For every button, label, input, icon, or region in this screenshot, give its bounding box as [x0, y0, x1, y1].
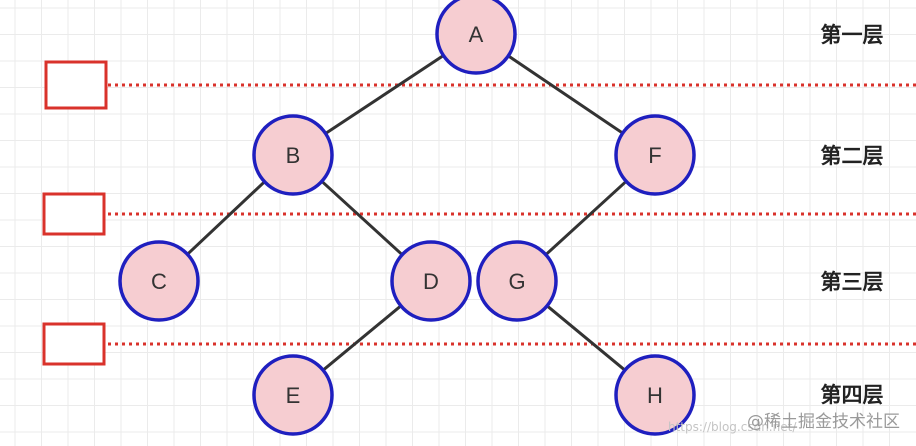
- tree-node-circle: [476, 240, 558, 322]
- level-labels: 第一层 第二层 第三层 第四层: [821, 23, 884, 407]
- tree-node-circle: [118, 240, 200, 322]
- level-separators: [42, 60, 916, 366]
- tree-node-label: F: [648, 143, 661, 168]
- tree-edge-a-f: [506, 54, 625, 135]
- tree-node-b: B: [252, 114, 334, 196]
- tree-node-label: C: [151, 269, 167, 294]
- watermark-url: https://blog.csdn.net/: [668, 420, 797, 434]
- tree-edge-g-h: [545, 304, 627, 372]
- tree-node-label: A: [469, 22, 484, 47]
- tree-node-g: G: [476, 240, 558, 322]
- level-label-1: 第一层: [821, 23, 884, 47]
- tree-node-circle: [614, 354, 696, 436]
- tree-node-label: B: [286, 143, 301, 168]
- tree-node-label: G: [508, 269, 525, 294]
- tree-node-circle: [390, 240, 472, 322]
- tree-node-d: D: [390, 240, 472, 322]
- level-label-4: 第四层: [821, 383, 884, 407]
- tree-node-circle: [252, 354, 334, 436]
- tree-edge-d-e: [321, 304, 403, 372]
- tree-nodes: A B F C D G E H: [118, 0, 696, 436]
- tree-node-label: H: [647, 383, 663, 408]
- watermark: https://blog.csdn.net/ @稀土掘金技术社区: [668, 412, 900, 434]
- level-label-3: 第三层: [821, 270, 884, 294]
- tree-node-e: E: [252, 354, 334, 436]
- tree-node-label: E: [286, 383, 301, 408]
- level-label-2: 第二层: [821, 144, 884, 168]
- tree-edge-b-c: [185, 180, 267, 256]
- tree-node-circle: [614, 114, 696, 196]
- tree-node-f: F: [614, 114, 696, 196]
- tree-edge-f-g: [544, 179, 628, 257]
- separator-marker-box: [44, 60, 108, 110]
- watermark-text: @稀土掘金技术社区: [747, 412, 900, 432]
- tree-node-circle: [435, 0, 517, 75]
- tree-node-c: C: [118, 240, 200, 322]
- tree-node-circle: [252, 114, 334, 196]
- tree-edge-a-b: [324, 54, 445, 135]
- tree-node-a: A: [435, 0, 517, 75]
- separator-marker-box: [42, 322, 106, 366]
- tree-node-h: H: [614, 354, 696, 436]
- tree-node-label: D: [423, 269, 439, 294]
- separator-marker-box: [42, 192, 106, 236]
- tree-edge-b-d: [320, 179, 404, 257]
- tree-edges: [185, 54, 628, 372]
